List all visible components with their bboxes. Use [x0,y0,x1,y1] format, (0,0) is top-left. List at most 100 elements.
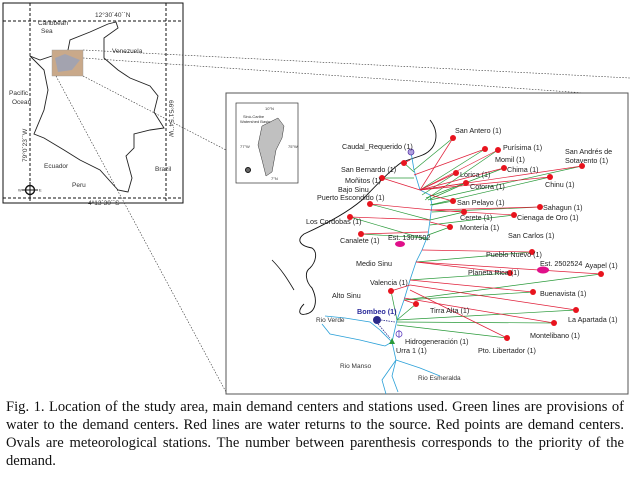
urra-reservoir-icon [389,338,395,344]
demand-point-puerto-escondido-1 [367,201,373,207]
north-lat-label: 12°30´40´´N [95,11,131,19]
demand-point-pur-sima-1 [482,146,488,152]
south-lat-label: 4°13´30´´S [88,199,120,207]
demand-point-mo-itos-1 [379,175,385,181]
supply-line-la-apartada-1 [396,309,577,321]
inset-map: 10°N Sinú-Caribe Watershed Basin 77°W 75… [235,102,299,184]
return-line-cienaga-de-oro-1 [431,209,515,216]
demand-label-buenavista-1: Buenavista (1) [540,289,586,298]
return-line-la-apartada-1 [409,284,577,311]
supply-line-cerete-1 [429,211,465,221]
compass-e: E [39,188,42,193]
return-line-ayapel-1 [415,261,602,275]
return-line-lorica-1 [419,172,457,191]
supply-line-san-antero-1 [413,137,454,171]
urra-label: Urra 1 (1) [396,346,427,355]
demand-point-cerete-1 [461,209,467,215]
venezuela-label: Venezuela [112,48,143,55]
supply-line-los-cordobas-1 [349,216,429,241]
demand-center-labels: San Antero (1)Purísima (1)Momil (1)San A… [306,126,618,355]
medio-sinu-label: Medio Sinu [356,259,392,268]
coastline [299,119,437,315]
demand-label-planeta-rica-1: Planeta Rica (1) [468,268,520,277]
brazil-label: Brazil [155,166,172,173]
demand-point-buenavista-1 [530,289,536,295]
demand-point-cotorra-1 [463,180,469,186]
supply-line-valencia-1 [390,290,398,321]
bombeo-node [373,316,381,324]
demand-point-san-bernardo-1 [401,160,407,166]
rio-manso-label: Rio Manso [340,363,371,370]
return-line-buenavista-1 [409,279,534,293]
location-map: Caribbean Sea Venezuela Pacific Ocean Ec… [2,2,184,207]
demand-point-tirra-alta-1 [413,301,419,307]
demand-label-mo-itos-1: Moñitos (1) [345,176,381,185]
return-line-san-pelayo-1 [429,194,454,202]
rio-esmeralda-label: Rio Esmeralda [418,375,461,382]
supply-line-san-andr-s-de [429,165,583,201]
return-line-chinu-1 [419,176,551,191]
east-lon-label: 66°51´54´´W [167,100,175,138]
demand-point-momil-1 [495,147,501,153]
return-line-planeta-rica-1 [415,261,511,274]
demand-label-tirra-alta-1: Tirra Alta (1) [430,306,469,315]
demand-label-chima-1: Chima (1) [507,165,539,174]
demand-point-san-antero-1 [450,135,456,141]
west-lon-label: 79°0´23´´W [21,128,29,162]
return-line-montelibano-1 [403,297,555,324]
demand-label-sahagun-1: Sahagun (1) [543,203,583,212]
demand-label-san-bernardo-1: San Bernardo (1) [341,165,396,174]
return-line-san-antero-1 [419,137,454,191]
demand-label-puerto-escondido-1: Puerto Escondido (1) [317,193,385,202]
demand-label-valencia-1: Valencia (1) [370,278,408,287]
supply-line-pueblo-nuevo-1 [415,251,533,263]
supply-return-links [349,137,602,339]
demand-label-momil-1: Momil (1) [495,155,525,164]
sea-label: Sea [41,28,53,35]
inset-lon-left: 77°W [240,144,250,149]
demand-label-cotorra-1: Cotorra (1) [470,182,505,191]
station-oval-1307502 [395,241,405,247]
demand-point-montelibano-1 [551,320,557,326]
demand-label-monter-a-1: Montería (1) [460,223,499,232]
inset-lat-top: 10°N [265,106,274,111]
demand-point-pueblo-nuevo-1 [529,249,535,255]
zoom-connector-lines [55,49,630,393]
inset-title-2: Watershed Basin [240,119,270,124]
supply-line-lorica-1 [421,172,457,196]
demand-label-san-antero-1: San Antero (1) [455,126,501,135]
demand-label-chinu-1: Chinu (1) [545,180,575,189]
demand-point-pto-libertador-1 [504,335,510,341]
return-line-pur-sima-1 [413,148,486,176]
station-oval-2502524 [537,266,549,274]
demand-label-san-andr-s-de: San Andrés de [565,147,612,156]
return-line-cotorra-1 [419,182,467,191]
demand-label-san-carlos-1: San Carlos (1) [508,231,554,240]
caudal-label: Caudal_Requerido (1) [342,142,413,151]
return-line-canalete-1 [360,231,429,235]
bajo-sinu-label: Bajo Sinu [338,185,369,194]
demand-point-chima-1 [501,165,507,171]
ecuador-label: Ecuador [44,163,69,170]
demand-label-ayapel-1: Ayapel (1) [585,261,618,270]
demand-point-lorica-1 [453,170,459,176]
supply-line-pto-libertador-1 [396,324,508,339]
return-line-los-cordobas-1 [349,216,431,221]
demand-point-cienaga-de-oro-1 [511,212,517,218]
demand-label-la-apartada-1: La Apartada (1) [568,315,618,324]
return-line-pueblo-nuevo-1 [421,249,533,253]
alto-sinu-label: Alto Sinu [332,291,361,300]
supply-line-pur-sima-1 [419,148,486,191]
rio-verde-label: Rio Verde [316,317,345,324]
demand-label-cerete-1: Cerete (1) [460,213,492,222]
supply-line-momil-1 [424,149,499,201]
return-line-puerto-escondido-1 [369,203,433,211]
caudal-requerido-icon [407,148,415,156]
demand-label-canalete-1: Canalete (1) [340,236,380,245]
compass-rose-icon: W E [18,182,42,198]
demand-point-monter-a-1 [447,224,453,230]
supply-line-buenavista-1 [403,291,534,301]
demand-label-pueblo-nuevo-1: Pueblo Nuevo (1) [486,250,542,259]
supply-line-monter-a-1 [427,226,451,236]
compass-w: W [18,188,22,193]
